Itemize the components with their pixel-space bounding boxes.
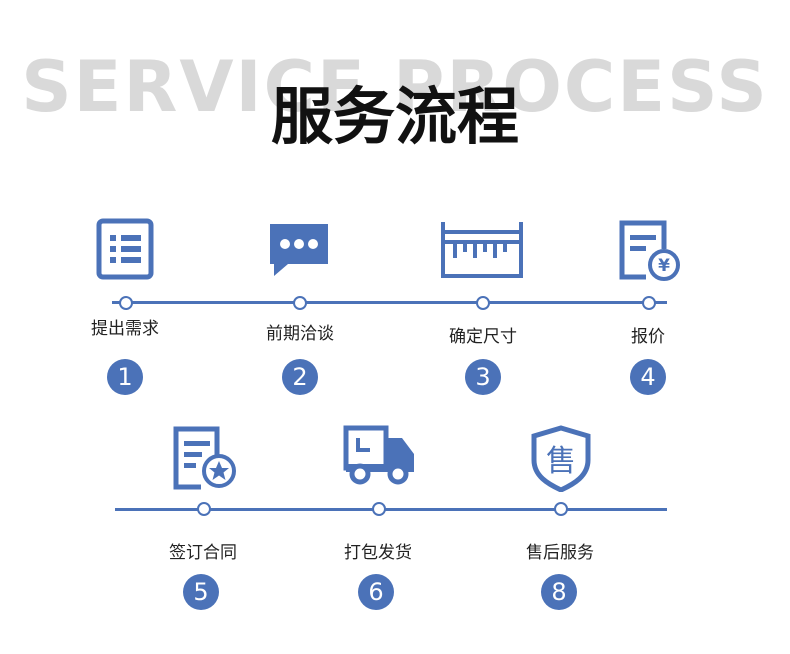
timeline-node-2	[293, 296, 307, 310]
timeline-node-4	[642, 296, 656, 310]
price-document-icon: ¥	[616, 219, 682, 283]
ruler-icon	[439, 220, 525, 280]
step-label-8: 售后服务	[526, 543, 594, 563]
step-number-6: 6	[358, 574, 394, 610]
svg-text:¥: ¥	[658, 256, 670, 276]
timeline-node-3	[476, 296, 490, 310]
timeline-node-6	[372, 502, 386, 516]
step-label-3: 确定尺寸	[449, 327, 517, 347]
step-number-4: 4	[630, 359, 666, 395]
step-number-3: 3	[465, 359, 501, 395]
timeline-node-5	[197, 502, 211, 516]
delivery-truck-icon	[342, 424, 418, 486]
page-title: 服务流程	[270, 80, 519, 153]
step-number-1: 1	[107, 359, 143, 395]
list-document-icon	[96, 218, 154, 280]
timeline-row-1	[112, 301, 667, 304]
timeline-node-1	[119, 296, 133, 310]
chat-bubble-icon	[266, 220, 332, 280]
background-title: SERVICE PROCESS	[21, 46, 769, 128]
step-number-5: 5	[183, 574, 219, 610]
after-sale-shield-icon: 售	[530, 424, 592, 492]
contract-star-icon	[171, 425, 241, 493]
svg-text:售: 售	[546, 444, 576, 479]
timeline-row-2	[115, 508, 667, 511]
step-label-1: 提出需求	[91, 319, 159, 339]
step-number-8: 8	[541, 574, 577, 610]
timeline-node-8	[554, 502, 568, 516]
step-label-2: 前期洽谈	[266, 324, 334, 344]
step-number-2: 2	[282, 359, 318, 395]
step-label-4: 报价	[631, 327, 665, 347]
step-label-5: 签订合同	[169, 543, 237, 563]
step-label-6: 打包发货	[344, 543, 412, 563]
